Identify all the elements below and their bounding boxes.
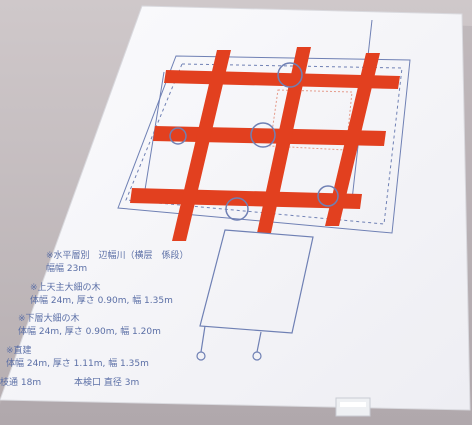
legend-line: 枝通 18m (0, 376, 41, 388)
corridor-leader (200, 325, 206, 353)
plan-outline (117, 55, 411, 234)
plinth (335, 397, 371, 417)
corridor-leader (256, 331, 262, 353)
legend-line: 幅幅 23m (46, 262, 87, 274)
column-circle (317, 185, 339, 207)
legend-line: ※直建 (6, 344, 32, 356)
corridor-node (196, 351, 206, 361)
plan-inner-outline (125, 63, 403, 225)
corridor-diagram (196, 229, 314, 361)
column-circle (277, 62, 303, 88)
legend-line: 本検口 直径 3m (74, 376, 139, 388)
beam-vertical (325, 53, 380, 226)
corridor-node (252, 351, 262, 361)
plinth-highlight (340, 402, 366, 407)
legend-block: ※水平層別 辺幅川（横层 係段） 幅幅 23m ※上天主大細の木 体幅 24m,… (0, 249, 189, 388)
sign-board (0, 5, 471, 411)
legend-line: 体幅 24m, 厚さ 0.90m, 幅 1.35m (30, 294, 173, 306)
legend-line: ※上天主大細の木 (30, 281, 101, 293)
beam-vertical (172, 50, 231, 241)
column-circle (225, 197, 249, 221)
legend-line: 体幅 24m, 厚さ 0.90m, 幅 1.20m (18, 325, 161, 337)
column-circle (250, 122, 276, 148)
column-circle (169, 127, 187, 145)
red-beams (130, 47, 400, 241)
beam-vertical (257, 47, 311, 233)
legend-line: ※水平層別 辺幅川（横层 係段） (46, 249, 189, 261)
legend-line: 体幅 24m, 厚さ 1.11m, 幅 1.35m (6, 357, 149, 369)
column-markers (169, 62, 339, 221)
legend-line: ※下層大細の木 (18, 312, 80, 324)
corridor-outline (199, 229, 314, 334)
